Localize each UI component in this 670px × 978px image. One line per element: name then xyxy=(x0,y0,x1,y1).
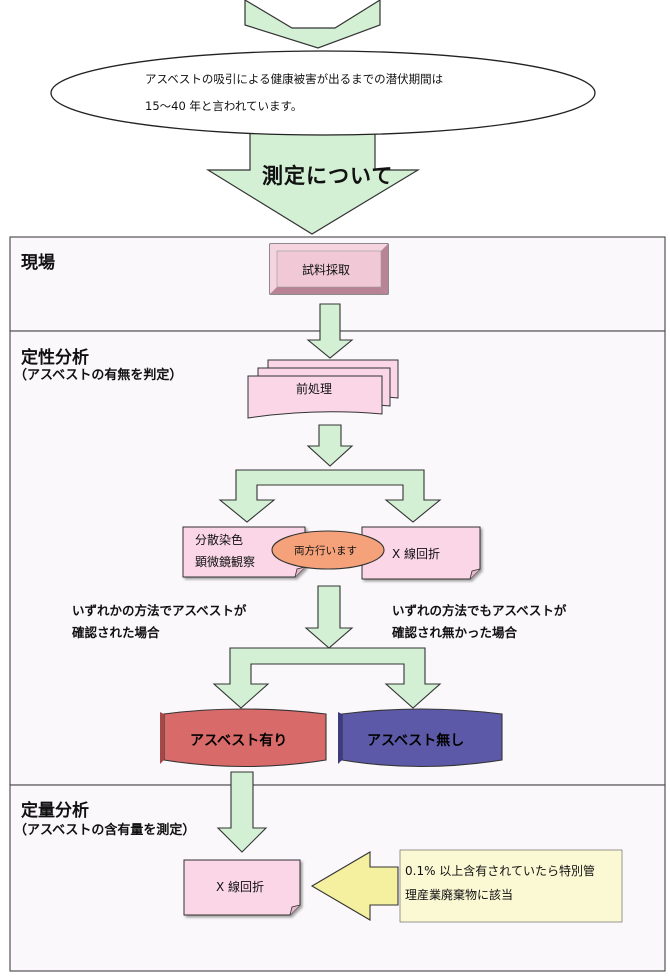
sampling-label: 試料採取 xyxy=(302,263,351,277)
arrow-preprocess-down xyxy=(306,424,354,467)
condition-found: いずれかの方法でアスベストが 確認された場合 xyxy=(72,600,246,644)
result-absent-banner xyxy=(341,708,503,768)
note-box xyxy=(399,849,623,923)
intro-line-2: 15〜40 年と言われています。 xyxy=(145,99,303,113)
result-present-banner xyxy=(163,708,327,768)
preprocess-document-stack xyxy=(247,359,399,419)
note-text: 0.1% 以上含有されていたら特別管 理産業廃棄物に該当 xyxy=(405,859,595,907)
result-present-label: アスベスト有り xyxy=(190,733,288,749)
top-chevron-shape xyxy=(244,0,381,49)
section-subtitle-qualitative: （アスベストの有無を判定） xyxy=(14,368,183,383)
note-line-2: 理産業廃棄物に該当 xyxy=(405,888,514,902)
arrow-present-to-quantitative xyxy=(216,771,268,853)
condition-found-line-2: 確認された場合 xyxy=(72,625,160,640)
arrow-methods-down xyxy=(304,585,354,649)
sampling-box xyxy=(269,243,389,295)
intro-line-1: アスベストの吸引による健康被害が出るまでの潜伏期間は xyxy=(145,72,444,86)
both-methods-label: 両方行います xyxy=(294,545,357,557)
dispersion-label-2: 顕微鏡観察 xyxy=(195,555,256,569)
section-title-quantitative: 定量分析 xyxy=(21,801,89,821)
xray-quant-label: X 線回折 xyxy=(216,880,265,894)
preprocess-label: 前処理 xyxy=(296,382,333,396)
main-down-arrow xyxy=(205,129,421,235)
condition-notfound-line-1: いずれの方法でもアスベストが xyxy=(392,603,567,618)
split-arrow-results xyxy=(212,647,442,709)
intro-ellipse xyxy=(50,50,596,136)
result-absent-label: アスベスト無し xyxy=(367,733,465,749)
both-methods-oval xyxy=(271,530,385,570)
note-left-arrow xyxy=(310,851,399,921)
condition-notfound-line-2: 確認され無かった場合 xyxy=(392,625,518,640)
section-title-site: 現場 xyxy=(21,253,55,273)
section-title-qualitative: 定性分析 xyxy=(21,348,89,368)
arrow-sampling-to-preprocess xyxy=(306,303,354,359)
note-line-1: 0.1% 以上含有されていたら特別管 xyxy=(405,864,595,878)
condition-found-line-1: いずれかの方法でアスベストが xyxy=(72,603,247,618)
split-arrow-methods xyxy=(218,469,442,523)
condition-notfound: いずれの方法でもアスベストが 確認され無かった場合 xyxy=(392,600,566,644)
main-arrow-label: 測定について xyxy=(262,164,394,188)
dispersion-label-1: 分散染色 xyxy=(195,533,244,547)
xray-label: X 線回折 xyxy=(392,547,441,561)
section-subtitle-quantitative: （アスベストの含有量を測定） xyxy=(14,823,196,838)
